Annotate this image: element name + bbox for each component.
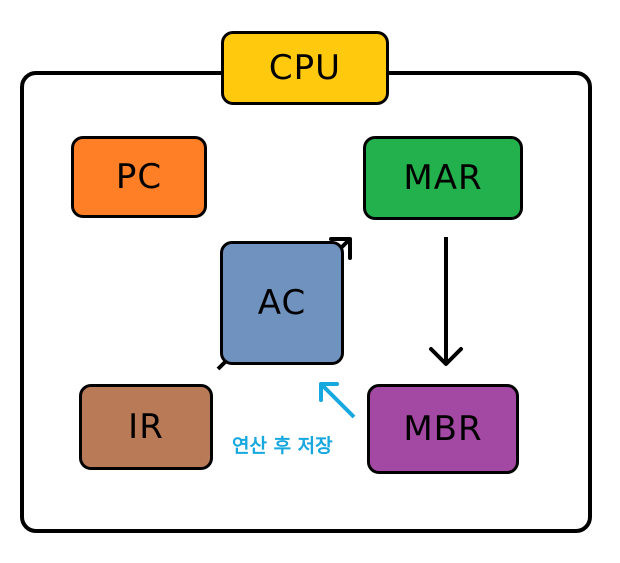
ac-box: AC [220, 241, 344, 365]
mar-box: MAR [363, 136, 523, 220]
mbr-to-ac-caption: 연산 후 저장 [232, 435, 333, 457]
pc-box: PC [71, 136, 207, 218]
mbr-box: MBR [367, 384, 519, 474]
mbr-label: MBR [403, 409, 483, 449]
cpu-box: CPU [221, 31, 389, 105]
ir-box: IR [79, 384, 213, 470]
ir-label: IR [128, 407, 164, 447]
cpu-label: CPU [268, 48, 342, 88]
mar-label: MAR [403, 158, 483, 198]
pc-label: PC [115, 157, 163, 197]
ac-label: AC [257, 283, 307, 323]
